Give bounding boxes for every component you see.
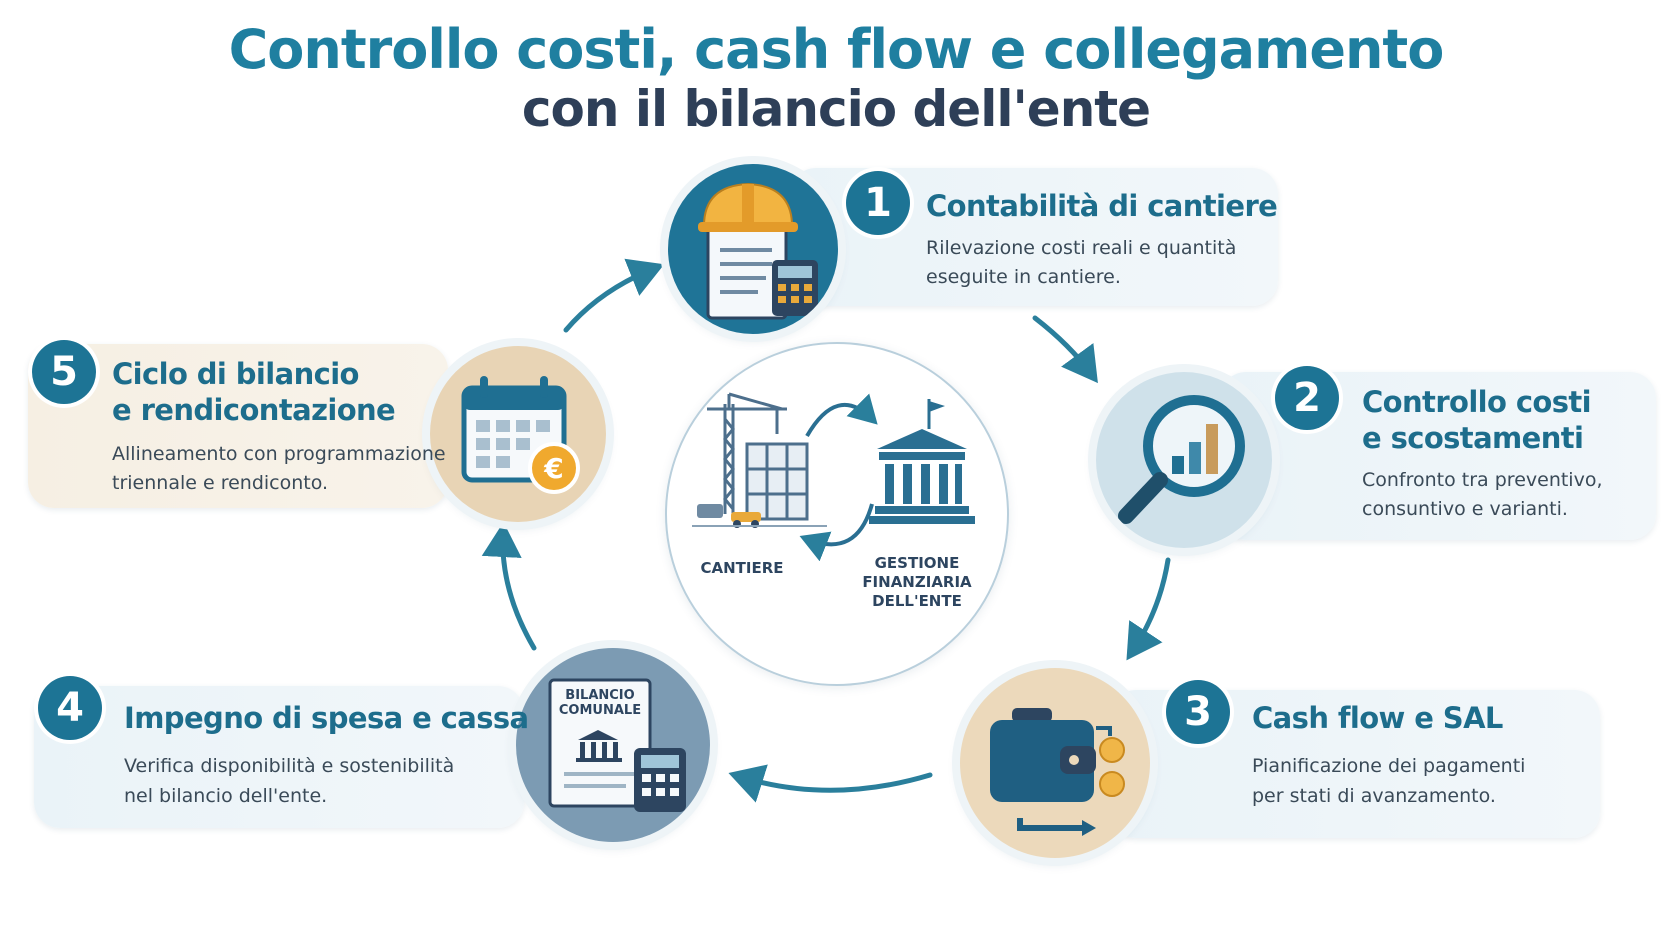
construction-to-bank-cycle-icon [692,392,975,562]
step-4-title: Impegno di spesa e cassa [124,701,529,735]
arrow-2-to-3 [1126,557,1171,661]
step-3-icon-circle [960,668,1150,858]
step-3-title: Cash flow e SAL [1252,701,1503,735]
arrow-1-to-2 [1032,315,1098,384]
step-5-icon-circle: € [430,346,606,522]
arrow-4-to-5 [481,522,537,651]
svg-text:€: € [543,452,563,485]
step-5-description-line-1: Allineamento con programmazione [112,443,446,465]
construction-helmet-document-calculator-icon [698,182,818,320]
step-1-number-badge: 1 [846,171,910,235]
step-5-title-line-2: e rendicontazione [112,393,396,427]
step-3-description-line-1: Pianificazione dei pagamenti [1252,755,1526,777]
budget-document-calculator-icon [548,678,686,812]
step-1-description-line-1: Rilevazione costi reali e quantità [926,237,1237,259]
step-5-card [28,344,448,508]
budget-document-label-line-1: BILANCIO [565,688,635,703]
magnifier-bar-chart-icon [1118,395,1245,524]
page-title-line-1: Controllo costi, cash flow e collegament… [228,18,1445,81]
step-2-description-line-1: Confronto tra preventivo, [1362,469,1603,491]
step-2-description-line-2: consuntivo e varianti. [1362,498,1568,520]
center-label-cantiere: CANTIERE [700,559,784,577]
step-3-description-line-2: per stati di avanzamento. [1252,785,1496,807]
step-2-number-badge: 2 [1275,366,1339,430]
arrow-5-to-1 [563,258,665,333]
calendar-euro-icon: € [461,376,580,494]
step-4-icon-circle: BILANCIO COMUNALE [516,648,710,842]
page-title-line-2: con il bilancio dell'ente [521,80,1151,138]
step-4-description-line-2: nel bilancio dell'ente. [124,785,328,807]
step-2-title-line-2: e scostamenti [1362,421,1584,455]
wallet-coins-icon [990,708,1125,836]
center-label-gestione-finanziaria: GESTIONE FINANZIARIA DELL'ENTE [862,554,972,610]
step-1-description-line-2: eseguite in cantiere. [926,266,1121,288]
step-5-title-line-1: Ciclo di bilancio [112,357,359,391]
step-1-title: Contabilità di cantiere [926,189,1278,223]
budget-document-label-line-2: COMUNALE [558,703,642,718]
arrow-3-to-4 [728,764,933,803]
step-4-description-line-1: Verifica disponibilità e sostenibilità [124,755,455,777]
step-1-icon-circle [668,164,838,334]
step-5-description-line-2: triennale e rendiconto. [112,472,329,494]
step-3-number-badge: 3 [1166,680,1230,744]
step-4-number-badge: 4 [38,676,102,740]
step-2-title-line-1: Controllo costi [1362,385,1592,419]
step-5-number-badge: 5 [32,340,96,404]
center-cycle-circle: CANTIERE GESTIONE FINANZIARIA DELL'ENTE [665,342,1009,686]
step-2-icon-circle [1096,372,1272,548]
step-4-card [34,686,524,828]
